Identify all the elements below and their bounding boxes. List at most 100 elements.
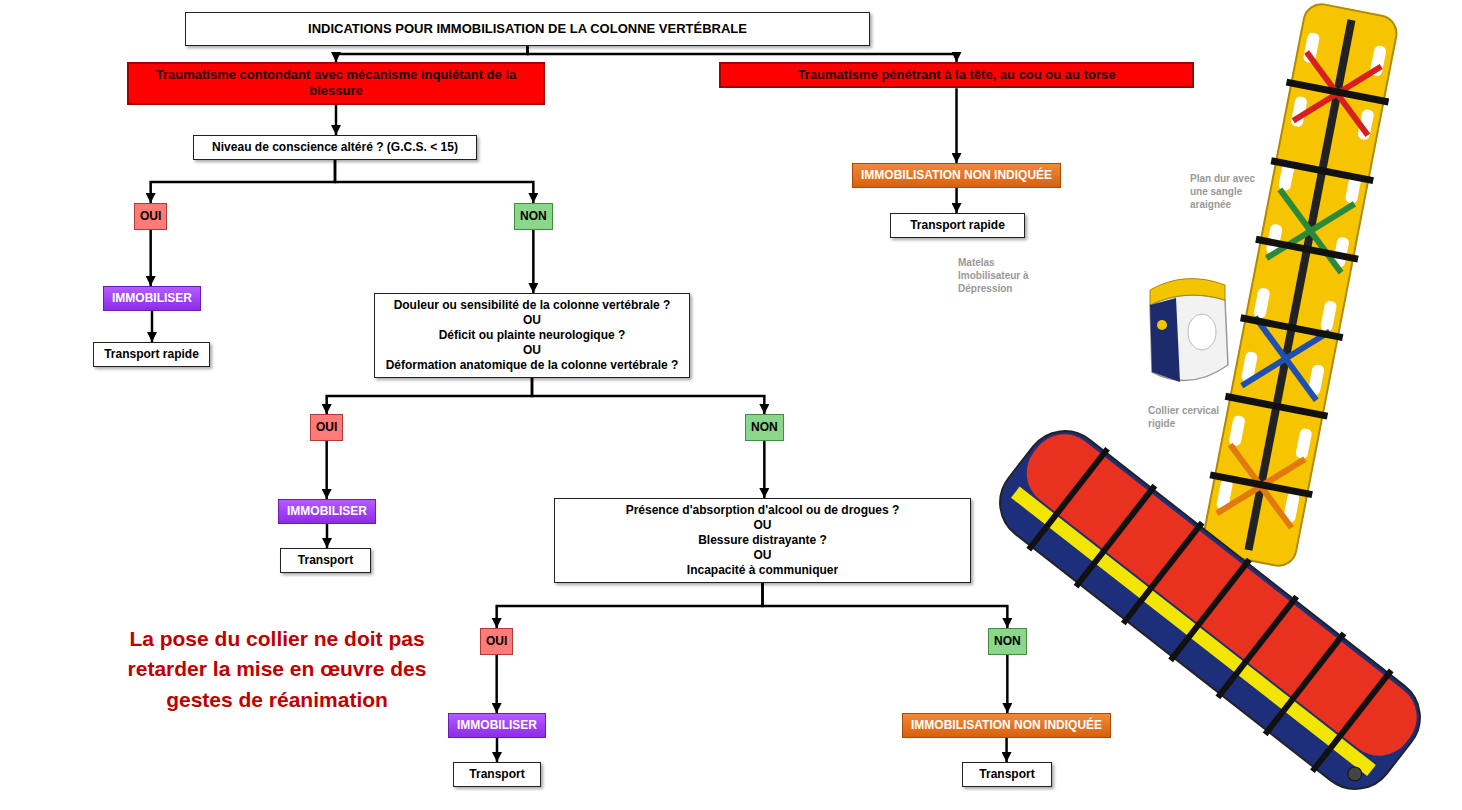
cross-strap xyxy=(1240,314,1343,341)
flow-arrow xyxy=(149,230,152,286)
box-text: Incapacité à communiquer xyxy=(565,563,960,578)
box-text: Niveau de conscience altéré ? (G.C.S. < … xyxy=(204,140,466,155)
mattress-strap xyxy=(1076,486,1155,587)
flow-arrow xyxy=(325,441,328,499)
box-text: Transport xyxy=(464,767,530,782)
equipment-label: Matelas Imobilisateur à Dépression xyxy=(958,256,1040,295)
box-text: OU xyxy=(565,518,960,533)
flow-arrow xyxy=(955,188,958,213)
mattress-strap xyxy=(1029,449,1108,550)
box-text: IMMOBILISATION NON INDIQUÉE xyxy=(911,718,1102,733)
box-text: OU xyxy=(385,343,679,358)
hand-hole xyxy=(1295,428,1313,460)
flow-arrow xyxy=(496,738,499,762)
no-box: NON xyxy=(745,414,784,441)
action-box: IMMOBILISER xyxy=(278,499,376,524)
warning-note: La pose du collier ne doit pas retarder … xyxy=(112,624,442,715)
flow-arrow xyxy=(151,311,154,342)
flow-arrow xyxy=(327,378,532,414)
flow-arrow xyxy=(763,441,766,498)
no-box: NON xyxy=(988,628,1027,655)
flow-arrow xyxy=(335,105,338,136)
outcome-box: IMMOBILISATION NON INDIQUÉE xyxy=(902,713,1111,738)
collar-badge xyxy=(1157,320,1167,330)
flow-arrow xyxy=(326,524,329,548)
header-box: INDICATIONS POUR IMMOBILISATION DE LA CO… xyxy=(185,12,870,46)
collar-opening xyxy=(1188,314,1216,350)
mattress-strap xyxy=(1312,670,1391,771)
cross-strap xyxy=(1225,393,1328,420)
equipment-label: Collier cervical rigide xyxy=(1148,404,1228,430)
flow-arrow xyxy=(763,583,1008,628)
box-text: Transport xyxy=(973,767,1041,782)
box-text: Présence d'absorption d'alcool ou de dro… xyxy=(565,503,960,518)
box-text: OUI xyxy=(140,209,161,224)
box-text: Douleur ou sensibilité de la colonne ver… xyxy=(385,298,679,313)
mattress-strap xyxy=(1265,633,1344,734)
yes-box: OUI xyxy=(310,414,343,441)
action-box: IMMOBILISER xyxy=(103,286,201,311)
backboard xyxy=(1196,0,1405,570)
cervical-collar xyxy=(1150,279,1228,382)
box-text: IMMOBILISER xyxy=(457,718,537,733)
box-text: Déformation anatomique de la colonne ver… xyxy=(385,358,679,373)
outcome-box: IMMOBILISATION NON INDIQUÉE xyxy=(852,163,1061,188)
yes-box: OUI xyxy=(480,628,513,655)
mattress-valve xyxy=(1345,764,1365,784)
flow-arrow xyxy=(336,46,528,62)
box-text: NON xyxy=(751,420,778,435)
box-text: OUI xyxy=(316,420,337,435)
yes-box: OUI xyxy=(134,203,167,230)
box-text: Traumatisme pénétrant à la tête, au cou … xyxy=(731,67,1182,83)
vacuum-mattress xyxy=(981,412,1438,808)
box-text: OU xyxy=(565,548,960,563)
flow-arrow xyxy=(532,230,535,293)
process-box: Niveau de conscience altéré ? (G.C.S. < … xyxy=(193,135,477,160)
flow-arrow xyxy=(1006,655,1009,713)
box-text: OUI xyxy=(486,634,507,649)
box-text: IMMOBILISATION NON INDIQUÉE xyxy=(861,168,1052,183)
box-text: IMMOBILISER xyxy=(112,291,192,306)
box-text: NON xyxy=(994,634,1021,649)
cross-strap xyxy=(1209,471,1312,498)
flow-arrow xyxy=(532,378,764,414)
no-box: NON xyxy=(514,203,553,230)
box-text: OU xyxy=(385,313,679,328)
spider-strap xyxy=(1267,189,1355,272)
flow-arrow xyxy=(528,46,957,62)
equipment-label: Plan dur avec une sangle araignée xyxy=(1190,172,1264,211)
box-text: Transport rapide xyxy=(901,218,1014,233)
flow-arrow xyxy=(1005,738,1008,762)
mechanism-box: Traumatisme contondant avec mécanisme in… xyxy=(127,62,545,105)
process-box: Transport rapide xyxy=(93,342,210,367)
box-text: Transport rapide xyxy=(104,347,199,362)
process-box: Douleur ou sensibilité de la colonne ver… xyxy=(374,293,690,378)
process-box: Transport rapide xyxy=(890,213,1025,238)
box-text: Transport xyxy=(291,553,360,568)
flow-arrow xyxy=(495,655,498,713)
mattress-base xyxy=(984,415,1436,805)
hand-hole xyxy=(1228,415,1246,447)
action-box: IMMOBILISER xyxy=(448,713,546,738)
mattress-strap xyxy=(1171,560,1250,661)
collar-front xyxy=(1150,298,1180,382)
mattress-strap xyxy=(1123,523,1202,624)
cross-strap xyxy=(1286,79,1389,106)
mattress-strap xyxy=(1218,597,1297,698)
process-box: Transport xyxy=(962,762,1052,787)
flow-arrow xyxy=(335,160,533,203)
flow-arrow xyxy=(955,88,958,163)
box-text: Blessure distrayante ? xyxy=(565,533,960,548)
box-text: IMMOBILISER xyxy=(287,504,367,519)
box-text: INDICATIONS POUR IMMOBILISATION DE LA CO… xyxy=(200,21,855,37)
cross-strap xyxy=(1255,236,1358,263)
box-text: NON xyxy=(520,209,547,224)
collar-rim xyxy=(1150,279,1225,305)
board-body xyxy=(1200,1,1399,569)
process-box: Transport xyxy=(453,762,541,787)
process-box: Présence d'absorption d'alcool ou de dro… xyxy=(554,498,971,583)
hand-hole xyxy=(1320,300,1338,332)
flow-arrow xyxy=(497,583,763,628)
spider-strap xyxy=(1267,189,1355,272)
